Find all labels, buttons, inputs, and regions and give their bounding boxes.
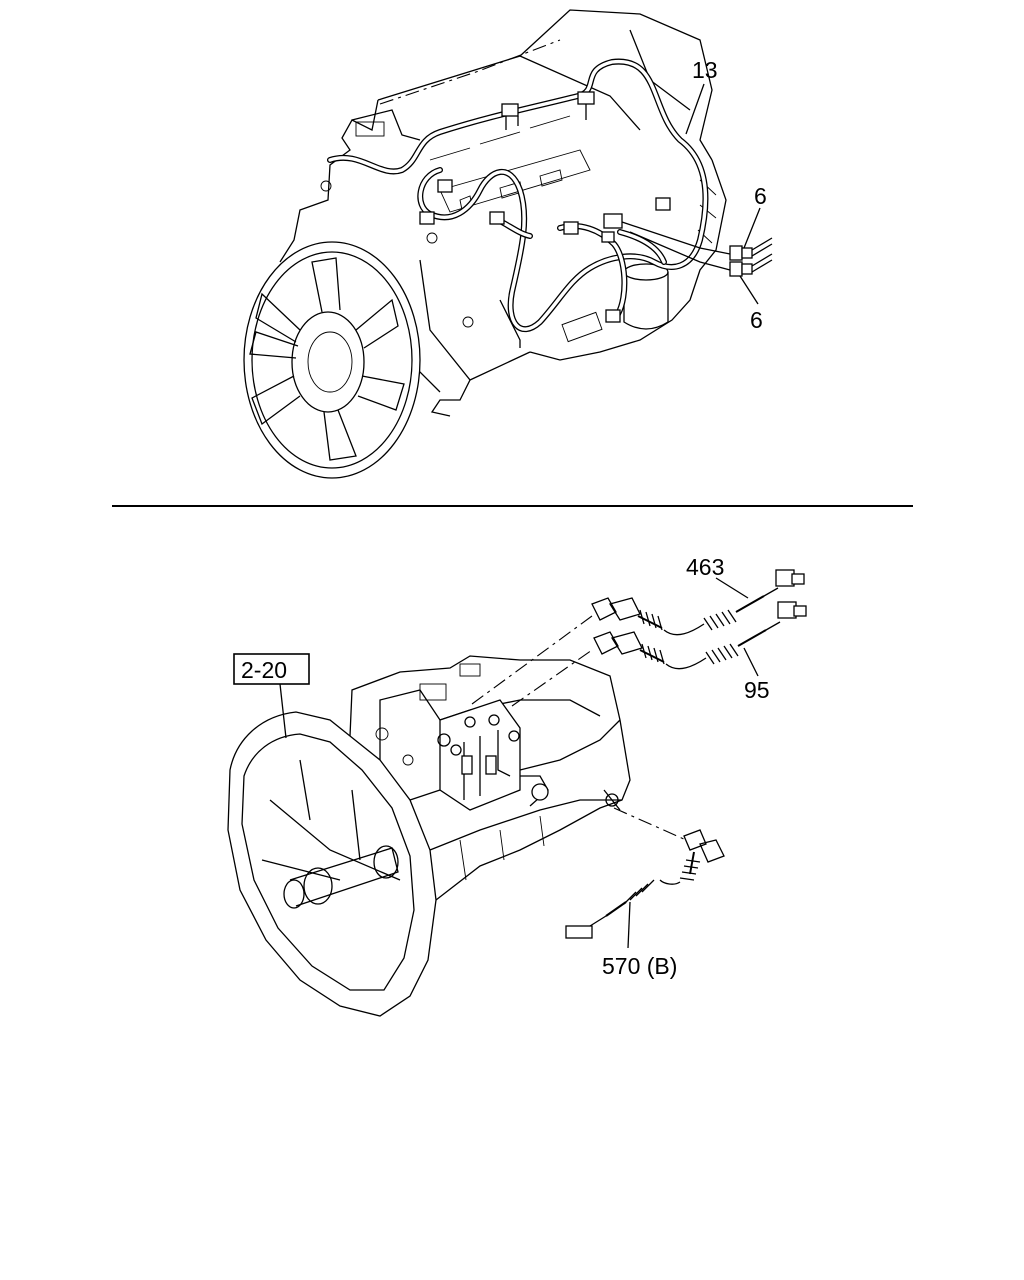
callout-570-b: 570 (B) xyxy=(602,953,677,979)
cooling-fan xyxy=(243,241,421,479)
transmission-illustration xyxy=(227,655,631,1017)
leader-lines-lower xyxy=(279,577,759,949)
leader-lines-upper xyxy=(685,83,761,305)
sensor-harness-95 xyxy=(593,601,807,670)
sensor-harness-570b xyxy=(565,829,725,939)
callout-13: 13 xyxy=(692,57,718,83)
reference-2-20: 2-20 xyxy=(241,657,287,683)
engine-illustration xyxy=(279,9,727,417)
callout-6-lower: 6 xyxy=(750,307,763,333)
callout-6-upper: 6 xyxy=(754,183,767,209)
sensor-harness-463 xyxy=(591,569,805,636)
callout-463: 463 xyxy=(686,554,724,580)
callout-95: 95 xyxy=(744,677,770,703)
harness-connectors-6 xyxy=(729,237,773,277)
engine-wiring-harness xyxy=(327,58,731,332)
reference-box-2-20: 2-20 xyxy=(233,653,310,685)
assembly-dash-lines xyxy=(471,615,687,841)
